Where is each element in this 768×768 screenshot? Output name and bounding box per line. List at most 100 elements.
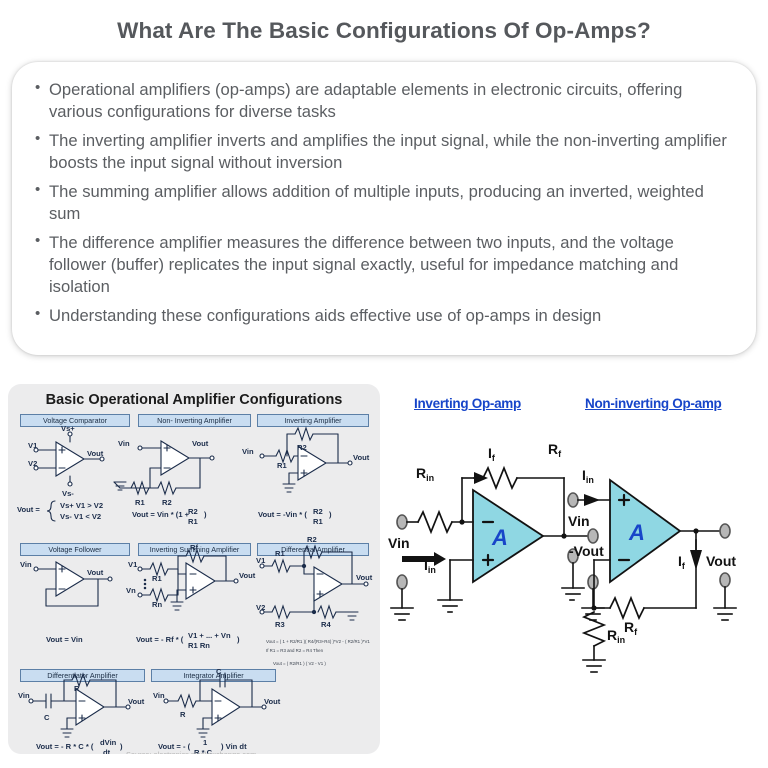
svg-text:R1 Rn: R1 Rn — [188, 641, 210, 650]
label-if: If — [678, 553, 686, 571]
label-vout: Vout — [87, 568, 104, 577]
left-source-credit: Source: electronics.stackexchange.com — [126, 750, 256, 754]
label-v2: V2 — [28, 459, 37, 468]
label-vout: -Vout — [569, 543, 604, 559]
figures-area: Basic Operational Amplifier Configuratio… — [0, 370, 768, 768]
label-r3: R3 — [275, 620, 285, 629]
formula-noninverting: Vout = Vin * (1 + — [132, 510, 190, 519]
label-amp-a: A — [628, 520, 645, 545]
label-v1: V1 — [128, 560, 138, 569]
svg-text:R2: R2 — [188, 507, 198, 516]
label-vin: Vin — [18, 691, 30, 700]
label-r: R — [180, 710, 186, 719]
label-r1: R1 — [135, 498, 145, 507]
label-vin: Vin — [568, 513, 590, 529]
figure-title: Basic Operational Amplifier Configuratio… — [45, 392, 343, 408]
label-rf: Rf — [624, 619, 638, 637]
label-rn: Rn — [152, 600, 162, 609]
svg-text:): ) — [204, 510, 207, 519]
label-vout: Vout — [356, 573, 373, 582]
label-vin: Vin — [153, 691, 165, 700]
label-vout: Vout — [128, 697, 145, 706]
page-title: What Are The Basic Configurations Of Op-… — [117, 18, 651, 43]
cell-header-voltage-comparator: Voltage Comparator — [20, 414, 130, 427]
label-v1: V1 — [256, 556, 266, 565]
label-vout: Vout — [264, 697, 281, 706]
label-r4: R4 — [321, 620, 331, 629]
formula-inverting: Vout = -Vin * ( — [258, 510, 307, 519]
svg-text:R2: R2 — [313, 507, 323, 516]
label-r2: R2 — [162, 498, 172, 507]
formula-differentiator: Vout = - R * C * ( — [36, 742, 94, 751]
label-vout: Vout — [192, 439, 209, 448]
cell-header-integrator-amplifier: Integrator Amplifier — [151, 669, 276, 682]
label-r1: R1 — [277, 461, 287, 470]
formula-differential-2: Vout = ( R2/R1 ) ( V2 - V1 ) — [273, 661, 326, 666]
cell-header-differential-amplifier: Differential Amplifier — [257, 543, 369, 556]
list-item: Operational amplifiers (op-amps) are ada… — [34, 78, 734, 122]
label-vin: Vin — [118, 439, 130, 448]
svg-text:R * C: R * C — [194, 748, 213, 754]
right-circuit-artwork: Rin If Rf Vin Iin -Vout Iin Vin If Vout … — [388, 441, 737, 673]
cell-header-inverting-summing-amplifier: Inverting Summing Amplifier — [138, 543, 251, 556]
formula-comparator: Vout = — [17, 505, 40, 514]
label-vs-plus: Vs+ — [61, 424, 75, 433]
label-amp-a: A — [491, 525, 508, 550]
formula-integrator: Vout = - ( — [158, 742, 191, 751]
label-vout: Vout — [353, 453, 370, 462]
label-iin: Iin — [582, 467, 594, 485]
label-vin: Vin — [388, 535, 410, 551]
svg-text:Vs+ V1 > V2: Vs+ V1 > V2 — [60, 501, 103, 510]
cell-header-inverting-amplifier: Inverting Amplifier — [257, 414, 369, 427]
svg-text:): ) — [120, 742, 123, 751]
label-vin: Vin — [242, 447, 254, 456]
label-vout: Vout — [706, 553, 736, 569]
label-r1: R1 — [275, 549, 285, 558]
cell-header-voltage-follower: Voltage Follower — [20, 543, 130, 556]
list-item: Understanding these configurations aids … — [34, 304, 734, 327]
label-iin: Iin — [424, 557, 436, 575]
list-item: The difference amplifier measures the di… — [34, 231, 734, 297]
svg-text:): ) — [329, 510, 332, 519]
list-item: The inverting amplifier inverts and ampl… — [34, 129, 734, 173]
label-rin: Rin — [416, 465, 434, 483]
label-rf: Rf — [190, 543, 198, 552]
svg-text:R1: R1 — [188, 517, 198, 526]
label-rin: Rin — [607, 627, 625, 645]
label-c: C — [44, 713, 50, 722]
svg-text:Vs- V1 < V2: Vs- V1 < V2 — [60, 512, 101, 521]
svg-text:V1 + ... + Vn: V1 + ... + Vn — [188, 631, 231, 640]
noninverting-opamp-link[interactable]: Non-inverting Op-amp — [585, 396, 722, 411]
label-v2: V2 — [256, 603, 265, 612]
label-vs-minus: Vs- — [62, 489, 74, 498]
label-r: R — [74, 684, 80, 693]
left-circuit-artwork: Vs+ V1 V2 Vout Vs- Vout = Vs+ V1 > V2 Vs… — [17, 424, 373, 754]
bullet-list: Operational amplifiers (op-amps) are ada… — [34, 78, 734, 327]
label-c: C — [216, 667, 222, 676]
svg-text:) Vin dt: ) Vin dt — [221, 742, 247, 751]
label-v1: V1 — [28, 441, 38, 450]
inverting-opamp-link[interactable]: Inverting Op-amp — [414, 396, 521, 411]
label-vn: Vn — [126, 586, 136, 595]
formula-summing: Vout = - Rf * ( — [136, 635, 184, 644]
label-r2: R2 — [307, 535, 317, 544]
cell-header-non-inverting-amplifier: Non- Inverting Amplifier — [138, 414, 251, 427]
formula-differential: Vout = ( 1 + R2/R1 )( R4/(R3+R4) )*V2 - … — [266, 639, 370, 644]
svg-text:dt: dt — [103, 748, 111, 754]
formula-follower: Vout = Vin — [46, 635, 83, 644]
bullet-card: Operational amplifiers (op-amps) are ada… — [12, 62, 756, 355]
svg-text:dVin: dVin — [100, 738, 117, 747]
svg-text:R1: R1 — [313, 517, 323, 526]
formula-differential-note: If R1 = R3 and R2 = R4 Then — [266, 648, 324, 653]
label-r2: R2 — [297, 443, 307, 452]
basic-configurations-figure: Basic Operational Amplifier Configuratio… — [8, 384, 380, 754]
label-vout: Vout — [87, 449, 104, 458]
list-item: The summing amplifier allows addition of… — [34, 180, 734, 224]
label-vin: Vin — [20, 560, 32, 569]
svg-text:1: 1 — [203, 738, 208, 747]
label-vout: Vout — [239, 571, 256, 580]
label-rf: Rf — [548, 441, 562, 459]
label-if: If — [488, 445, 496, 463]
label-r1: R1 — [152, 574, 162, 583]
